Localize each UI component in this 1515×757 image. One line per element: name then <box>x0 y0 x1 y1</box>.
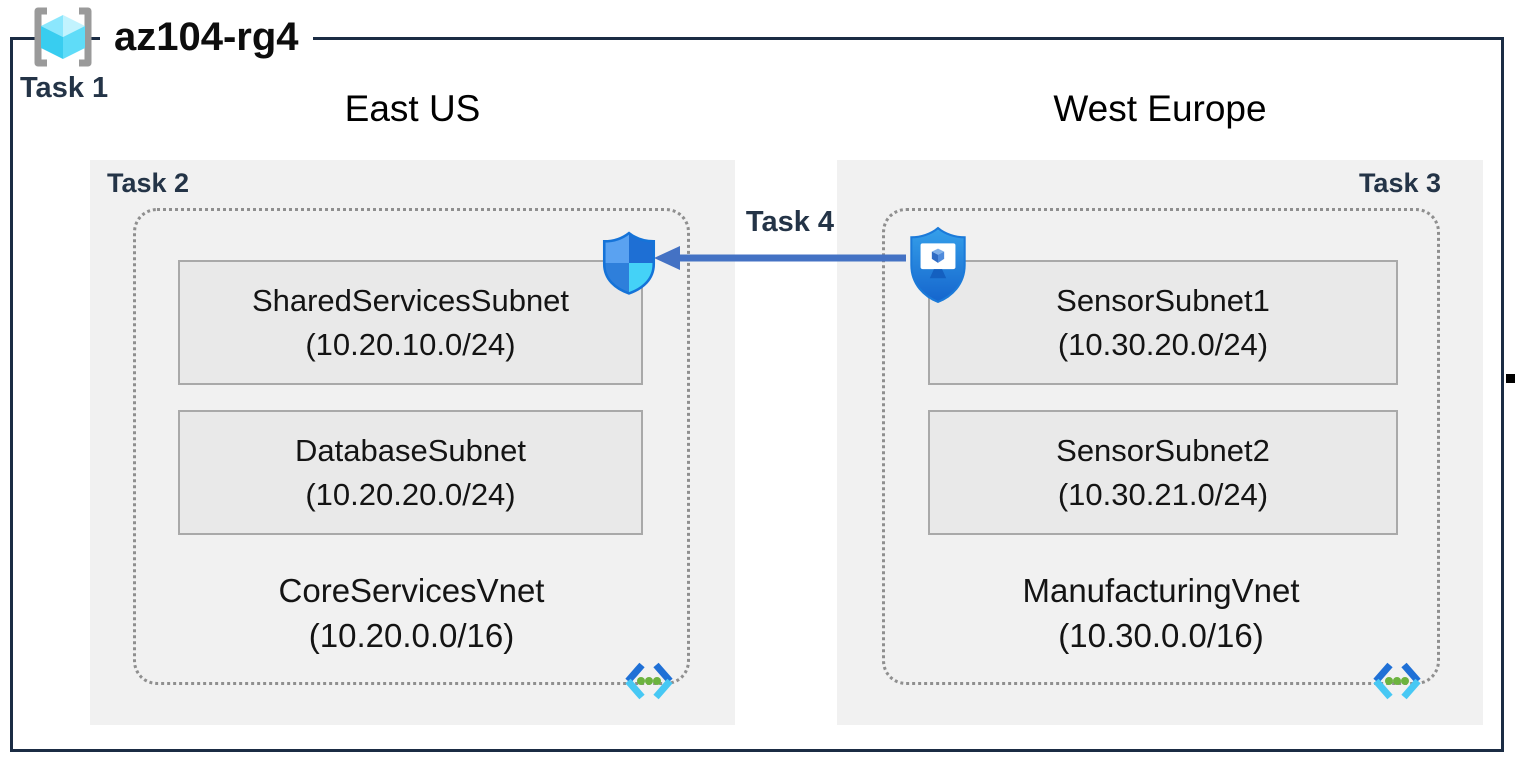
resource-group-header: az104-rg4 <box>26 4 313 70</box>
vnet-label: CoreServicesVnet (10.20.0.0/16) <box>136 569 687 658</box>
secured-workstation-shield-icon <box>910 226 966 303</box>
task4-label: Task 4 <box>745 206 835 238</box>
virtual-network-icon <box>1373 662 1421 700</box>
subnet-name: SharedServicesSubnet <box>251 283 570 319</box>
resource-group-icon <box>34 7 92 67</box>
vnet-manufacturing: SensorSubnet1 (10.30.20.0/24) SensorSubn… <box>882 208 1440 700</box>
task2-label: Task 2 <box>107 168 190 198</box>
vnet-label: ManufacturingVnet (10.30.0.0/16) <box>885 569 1437 658</box>
subnet-cidr: (10.30.21.0/24) <box>1057 476 1269 512</box>
resource-group-name: az104-rg4 <box>100 4 313 70</box>
subnet-name: DatabaseSubnet <box>295 433 526 469</box>
subnet-sensor2: SensorSubnet2 (10.30.21.0/24) <box>928 410 1398 535</box>
subnet-name: SensorSubnet1 <box>1056 283 1270 319</box>
subnet-cidr: (10.20.20.0/24) <box>305 476 516 512</box>
region-west-europe: Task 3 SensorSubnet1 (10.30.20.0/24) Sen… <box>837 160 1483 725</box>
task1-label: Task 1 <box>20 72 109 104</box>
subnet-database: DatabaseSubnet (10.20.20.0/24) <box>178 410 643 535</box>
virtual-network-icon <box>625 662 673 700</box>
subnet-sensor1: SensorSubnet1 (10.30.20.0/24) <box>928 260 1398 385</box>
region-heading-east-us: East US <box>344 88 481 129</box>
subnet-shared-services: SharedServicesSubnet (10.20.10.0/24) <box>178 260 643 385</box>
network-security-group-icon <box>602 231 656 295</box>
vnet-name: ManufacturingVnet <box>1022 572 1300 609</box>
vnet-core-services: SharedServicesSubnet (10.20.10.0/24) Dat… <box>133 208 690 700</box>
vnet-cidr: (10.20.0.0/16) <box>308 616 515 654</box>
resource-group-boundary <box>10 37 1504 752</box>
task3-label: Task 3 <box>1358 168 1441 198</box>
peering-arrow <box>654 246 906 270</box>
region-east-us: Task 2 SharedServicesSubnet (10.20.10.0/… <box>90 160 735 725</box>
subnet-cidr: (10.30.20.0/24) <box>1057 326 1269 362</box>
region-heading-west-europe: West Europe <box>1053 88 1267 129</box>
edge-artifact-mark <box>1506 374 1515 383</box>
subnet-name: SensorSubnet2 <box>1056 433 1270 469</box>
vnet-name: CoreServicesVnet <box>278 572 545 609</box>
vnet-cidr: (10.30.0.0/16) <box>1058 616 1264 654</box>
subnet-cidr: (10.20.10.0/24) <box>305 326 516 362</box>
